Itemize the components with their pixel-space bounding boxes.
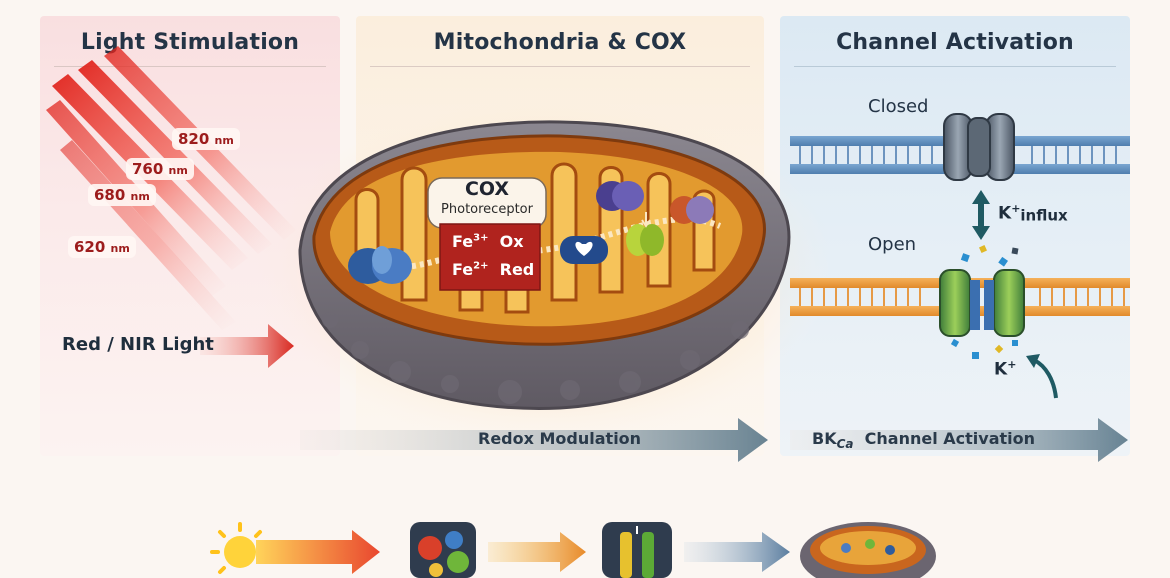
mito-panel-divider <box>370 66 750 67</box>
k-ion-label: K+ <box>994 358 1017 380</box>
complex-i-protein <box>348 246 412 284</box>
open-label: Open <box>868 234 917 255</box>
redox-modulation-arrow <box>300 418 768 462</box>
wavelength-680: 680 nm <box>88 184 156 206</box>
light-panel-divider <box>54 66 326 67</box>
cox-callout <box>427 177 547 291</box>
channel-activation-panel: Channel Activation <box>780 16 1130 456</box>
closed-channel-icon <box>943 113 1015 181</box>
k-influx-label: K+influx <box>998 202 1068 225</box>
light-arrow <box>200 324 294 368</box>
fe2-label: Fe2+ Red <box>452 260 535 279</box>
channel-icon <box>602 522 672 578</box>
open-channel-icon <box>939 269 1025 337</box>
channel-panel-title: Channel Activation <box>836 30 1074 55</box>
atp-synthase-protein <box>670 196 714 224</box>
wavelength-760: 760 nm <box>126 158 194 180</box>
wavelength-820: 820 nm <box>172 128 240 150</box>
mito-panel-title: Mitochondria & COX <box>433 30 687 55</box>
mitochondrion-icon <box>800 522 936 578</box>
cox-protein <box>560 236 608 264</box>
complex-iii-protein <box>596 181 644 211</box>
molecules-icon <box>410 522 476 578</box>
cox-label: COX <box>464 178 510 200</box>
wavelength-620: 620 nm <box>68 236 136 258</box>
bkca-activation-label: BKCa Channel Activation <box>812 429 1035 452</box>
fe3-label: Fe3+ Ox <box>452 232 524 251</box>
cox-sublabel: Photoreceptor <box>441 202 533 217</box>
light-source-label: Red / NIR Light <box>62 334 214 355</box>
influx-arrow-icon <box>972 190 990 240</box>
closed-label: Closed <box>868 96 929 117</box>
channel-activation-arrow <box>790 418 1128 462</box>
ion-particles <box>950 245 1019 359</box>
green-complex <box>626 212 664 256</box>
channel-panel-divider <box>794 66 1116 67</box>
redox-modulation-label: Redox Modulation <box>478 429 642 448</box>
sun-icon <box>210 522 262 574</box>
ion-curve-arrow-icon <box>1032 358 1058 399</box>
